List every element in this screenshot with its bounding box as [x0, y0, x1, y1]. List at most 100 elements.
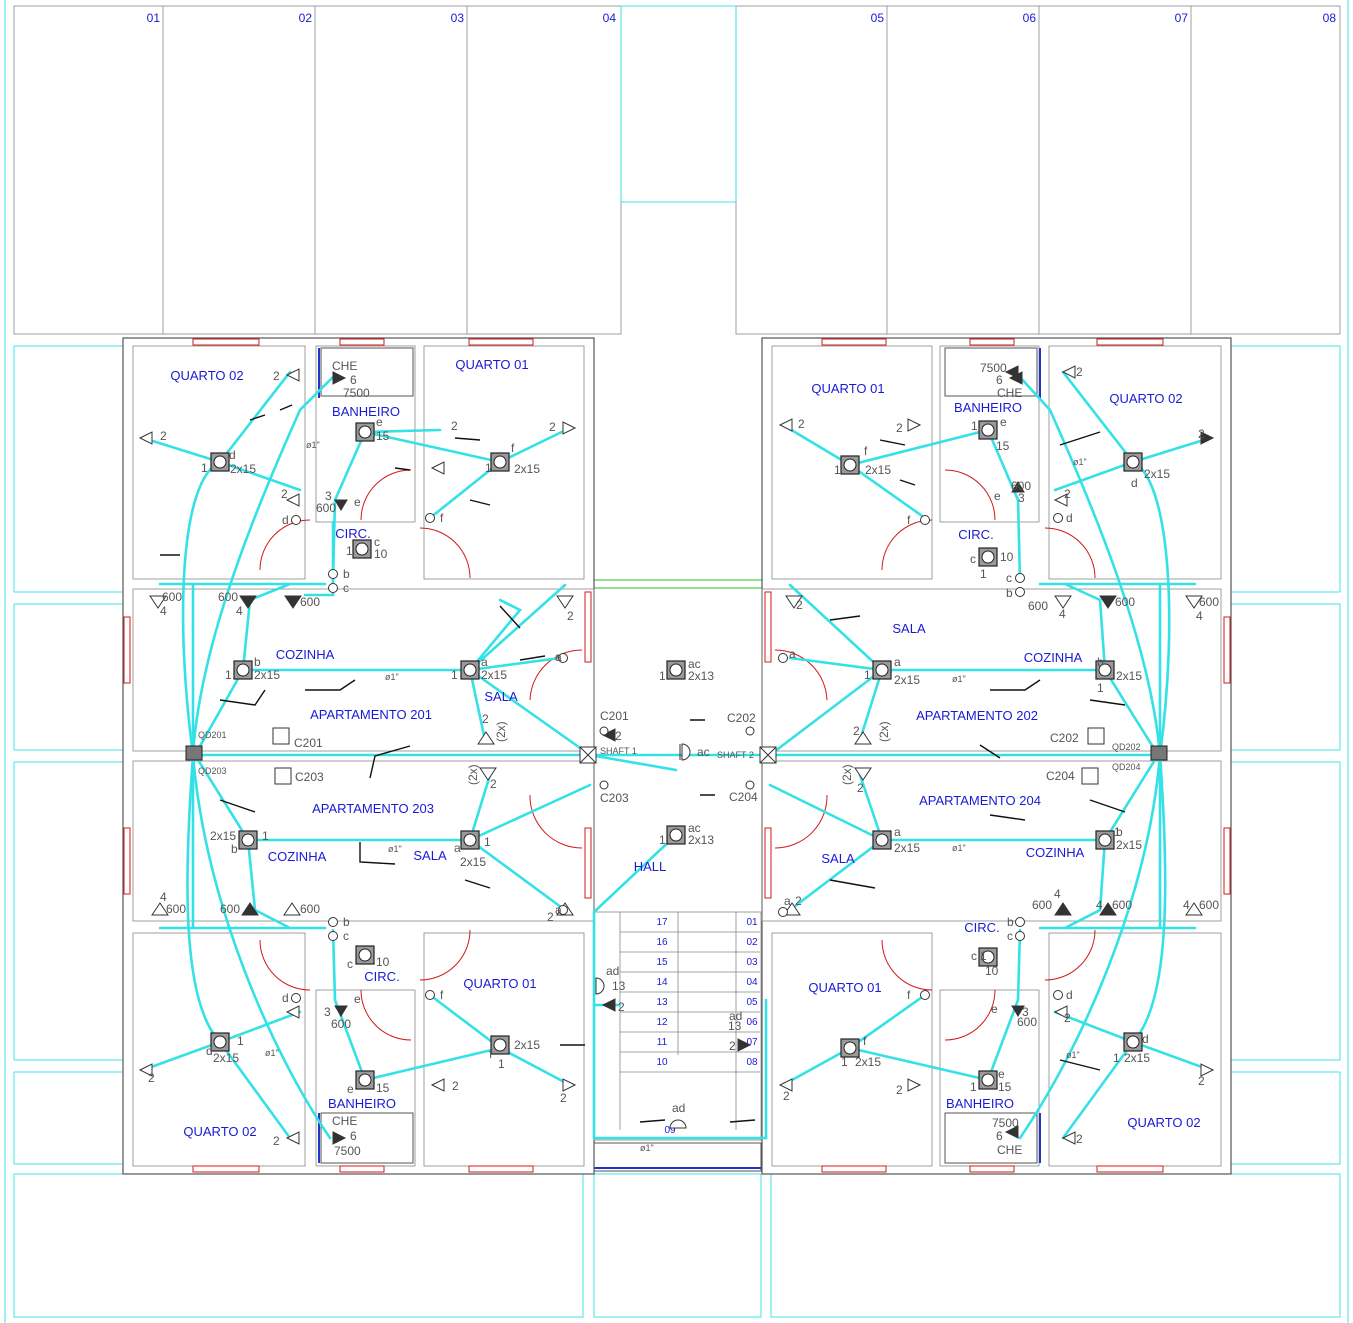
circuit-number: 2	[1198, 1074, 1205, 1088]
circuit-number: 1	[237, 1034, 244, 1048]
switch-letter: b	[343, 915, 350, 929]
switch-letter: ac	[688, 657, 701, 671]
circuit-number: 2	[798, 417, 805, 431]
outlet-power: 600	[166, 902, 186, 916]
switch-letter: e	[376, 415, 383, 429]
stair-step: 17	[656, 917, 668, 928]
switch-letter: b	[1007, 915, 1014, 929]
switch-icon	[599, 726, 609, 736]
switch-letter: c	[1007, 929, 1013, 943]
stair-step: 10	[656, 1057, 668, 1068]
circuit-number: 1	[201, 461, 208, 475]
circuit-number: 3	[324, 1005, 331, 1019]
ceiling-lamp-icon	[1095, 660, 1115, 680]
circuit-number: 4	[160, 604, 167, 618]
switch-letter: d	[206, 1044, 213, 1058]
circuit-number: 2	[560, 1091, 567, 1105]
panel-label: QD202	[1112, 742, 1141, 752]
circuit-number: 6	[996, 1129, 1003, 1143]
switch-letter: a	[555, 903, 562, 917]
circuit-number: 2	[729, 1039, 736, 1053]
ceiling-lamp-icon	[460, 830, 480, 850]
shaft-label: SHAFT 2	[717, 750, 754, 760]
outlet-icon	[1061, 1131, 1076, 1145]
circuit-number: 2	[160, 429, 167, 443]
lamp-power: 10	[376, 955, 390, 969]
outlet-icon	[285, 1131, 300, 1145]
circuit-number: 1	[659, 833, 666, 847]
outlet-icon	[1099, 595, 1117, 609]
switch-letter: b	[254, 655, 261, 669]
circuit-number: 2	[796, 598, 803, 612]
circuit-number: 1	[485, 461, 492, 475]
stair-step: 02	[746, 937, 758, 948]
lamp-power: 2x13	[688, 833, 714, 847]
conduit-count: (2x)	[466, 764, 480, 785]
stair-step: 12	[656, 1017, 668, 1028]
outlet-icon	[778, 418, 793, 432]
circuit-number: 2	[896, 1083, 903, 1097]
circuit-number: 1	[864, 668, 871, 682]
outlet-icon	[477, 731, 495, 745]
switch-letter: a	[454, 841, 461, 855]
unit-label: 04	[603, 11, 617, 25]
ceiling-lamp-icon	[978, 420, 998, 440]
room-label: CIRC.	[958, 527, 993, 542]
switch-letter: d	[1066, 511, 1073, 525]
panel-label: C201	[294, 736, 323, 750]
ceiling-lamp-icon	[978, 947, 998, 967]
circuit-number: 2	[795, 894, 802, 908]
lamp-power: 15	[376, 429, 390, 443]
switch-letter: d	[229, 448, 236, 462]
switch-letter: c	[343, 581, 349, 595]
lamp-power: 2x15	[514, 462, 540, 476]
switch-letter: b	[343, 567, 350, 581]
ceiling-lamp-icon	[872, 830, 892, 850]
lamp-power: 10	[1000, 550, 1014, 564]
outlet-icon	[332, 371, 347, 385]
unit-label: 01	[147, 11, 161, 25]
conduit-label: ø1"	[1066, 1050, 1080, 1060]
ceiling-lamp-icon	[1123, 452, 1143, 472]
ceiling-lamp-icon	[1095, 830, 1115, 850]
ceiling-lamp-icon	[490, 1035, 510, 1055]
switch-icon	[425, 990, 435, 1000]
ceiling-lamp-icon	[666, 660, 686, 680]
switch-letter: e	[354, 495, 361, 509]
stair-step: 03	[746, 957, 758, 968]
stair-landing: 09	[664, 1125, 676, 1136]
stair-step: 05	[746, 997, 758, 1008]
outlet-icon	[1011, 1005, 1025, 1017]
circuit-number: 2	[549, 420, 556, 434]
outlet-icon	[285, 368, 300, 382]
unit-label: 05	[871, 11, 885, 25]
stair-step: 14	[656, 977, 668, 988]
conduit-label: ø1"	[385, 672, 399, 682]
outlet-icon	[1053, 493, 1068, 507]
switch-letter: a	[894, 825, 901, 839]
outlet-icon	[601, 998, 616, 1012]
circuit-number: 1	[1114, 825, 1121, 839]
circuit-number: 1	[980, 949, 987, 963]
panel-label: QD204	[1112, 762, 1141, 772]
lamp-power: 15	[996, 439, 1010, 453]
switch-letter: f	[907, 988, 911, 1002]
circuit-number: 2	[853, 724, 860, 738]
panel-labels: QD201 QD203 QD202 QD204 C201 C203 C202 C…	[198, 709, 1141, 805]
circuit-number: 1	[451, 668, 458, 682]
circuit-number: 1	[834, 463, 841, 477]
circuit-number: 6	[350, 373, 357, 387]
switch-icon	[558, 905, 568, 915]
ceiling-lamp-icon	[872, 660, 892, 680]
lamp-power: 2x15	[460, 855, 486, 869]
outlet-icon	[284, 595, 302, 609]
ceiling-lamp-icon	[352, 539, 372, 559]
switch-icon	[291, 993, 301, 1003]
shaft-icon	[579, 746, 597, 764]
shaft-label: SHAFT 1	[600, 746, 637, 756]
stair-step: 15	[656, 957, 668, 968]
switch-icon	[328, 917, 338, 927]
panel-label: C202	[1050, 731, 1079, 745]
ceiling-lamp-icon	[490, 452, 510, 472]
outlet-icon	[907, 418, 922, 432]
